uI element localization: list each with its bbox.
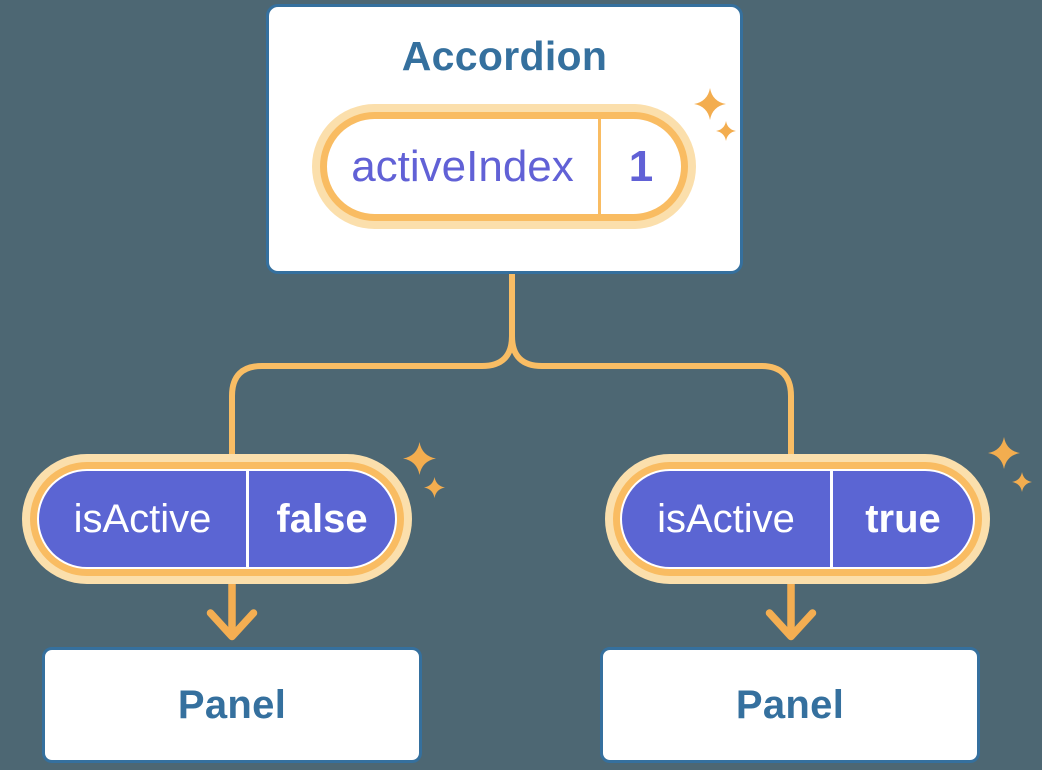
accordion-component-card: Accordion activeIndex 1 [266,4,743,274]
prop-name: isActive [73,496,212,541]
prop-pill-ring: isActive false [30,462,404,576]
arrow-down-icon [765,579,817,641]
sparkle-icon [403,442,436,475]
branch-line-left [229,272,515,500]
component-title: Panel [177,682,287,727]
state-pill-activeindex: activeIndex 1 [312,104,696,229]
panel-component-card-right: Panel [600,647,980,763]
prop-pill-body: isActive true [622,471,973,567]
sparkle-icon [694,88,726,120]
sparkle-icon [988,437,1020,469]
state-name: activeIndex [351,141,574,191]
prop-value: true [865,496,941,541]
state-value: 1 [628,141,654,191]
component-title: Accordion [401,33,608,79]
prop-value: false [276,496,368,541]
sparkle-icon [1012,472,1032,492]
sparkle-icon [716,121,736,141]
prop-pill-isactive-true: isActive true [605,454,990,584]
state-divider [598,119,601,214]
prop-divider [246,471,249,567]
branch-line-right [509,272,794,500]
prop-pill-body: isActive false [39,471,395,567]
prop-name: isActive [657,496,795,541]
component-title: Panel [735,682,845,727]
state-pill-ring: activeIndex 1 [320,112,688,221]
panel-component-card-left: Panel [42,647,422,763]
prop-pill-isactive-false: isActive false [22,454,412,584]
arrow-down-icon [206,579,258,641]
prop-divider [830,471,833,567]
prop-pill-ring: isActive true [613,462,982,576]
sparkle-icon [424,477,445,498]
